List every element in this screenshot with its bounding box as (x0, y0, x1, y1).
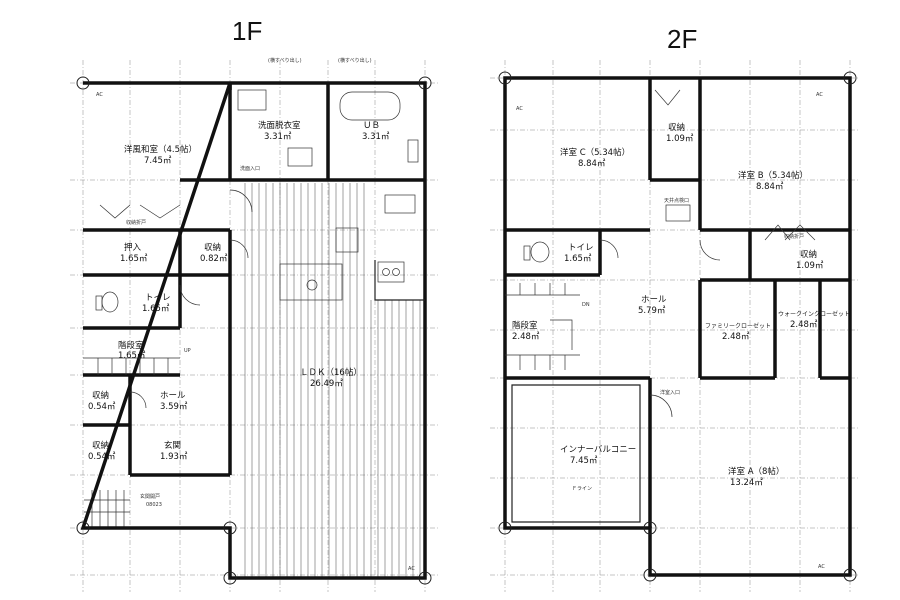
room-name-toilet2: トイレ (568, 243, 594, 253)
room-area-senmen: 3.31㎡ (264, 132, 292, 142)
label-dn: DN (582, 302, 590, 308)
room-area-kaidan1: 1.65㎡ (118, 351, 146, 361)
room-name-hall2: ホール (641, 295, 667, 305)
label-closet-door-2f: 収納折戸 (784, 233, 804, 240)
room-area-hall2: 5.79㎡ (638, 306, 666, 316)
label-f-line: Ｆライン (572, 486, 592, 492)
label-window-b: (横すべり出し) (338, 57, 372, 64)
genkan-tiles (84, 490, 130, 528)
toilet-2f (530, 241, 550, 263)
room-name-senmen: 洗面脱衣室 (258, 120, 301, 131)
room-name-balcony: インナーバルコニー (560, 445, 636, 455)
room-area-shuno-c: 1.09㎡ (666, 134, 694, 144)
room-name-genkan: 玄関 (164, 440, 181, 451)
label-ac3-2f: AC (818, 564, 825, 570)
label-genkan-door: 玄関開戸 (140, 493, 160, 500)
room-labels-1f: 洋風和室（4.5帖） 7.45㎡ 洗面脱衣室 3.31㎡ ＵＢ 3.31㎡ 押入… (88, 120, 390, 462)
label-room-entry-a: 洋室入口 (660, 389, 680, 396)
washbasin (237, 89, 267, 111)
room-area-yoshitsu-c: 8.84㎡ (578, 159, 606, 169)
room-labels-2f: 洋室 C（5.34帖） 8.84㎡ 収納 1.09㎡ 洋室 B（5.34帖） 8… (512, 122, 850, 488)
label-ac2-2f: AC (516, 106, 523, 112)
stairs-1f (83, 357, 180, 375)
room-area-shuno1: 0.82㎡ (200, 254, 228, 264)
floor-plan-2f: 洋室 C（5.34帖） 8.84㎡ 収納 1.09㎡ 洋室 B（5.34帖） 8… (490, 60, 860, 592)
bathtub (339, 91, 401, 121)
room-area-shuno2: 0.54㎡ (88, 402, 116, 412)
room-area-balcony: 7.45㎡ (570, 456, 598, 466)
room-name-toilet1: トイレ (145, 293, 171, 303)
outer-wall-2f (503, 76, 852, 577)
room-area-toilet1: 1.65㎡ (142, 304, 170, 314)
room-name-yoshitsu-c: 洋室 C（5.34帖） (560, 147, 630, 158)
columns-2f (498, 71, 857, 582)
room-name-yoshitsu-b: 洋室 B（5.34帖） (738, 170, 808, 181)
room-name-family-closet: ファミリークローゼット (705, 322, 771, 330)
label-senmen-entry: 洗面入口 (240, 165, 260, 172)
floor-plan-1f: 洋風和室（4.5帖） 7.45㎡ 洗面脱衣室 3.31㎡ ＵＢ 3.31㎡ 押入… (70, 57, 440, 592)
room-name-shuno3: 収納 (92, 440, 109, 451)
room-name-ub: ＵＢ (363, 121, 380, 131)
toilet-1f (101, 291, 119, 313)
room-name-shuno-b: 収納 (800, 249, 817, 260)
room-area-kaidan2: 2.48㎡ (512, 332, 540, 342)
room-area-yoshitsu-a: 13.24㎡ (730, 478, 763, 488)
floor-title-2f: 2F (667, 24, 697, 54)
floor-title-1f: 1F (232, 16, 262, 46)
label-up: UP (184, 348, 191, 354)
label-window-a: (横すべり出し) (268, 57, 302, 64)
room-area-shuno3: 0.54㎡ (88, 452, 116, 462)
label-attic-hatch: 天井点検口 (664, 197, 689, 204)
ldk-floorboards (244, 183, 421, 578)
room-name-yoshitsu-a: 洋室 A（8帖） (728, 466, 784, 477)
room-name-shuno1: 収納 (204, 242, 221, 253)
label-ac2-1f: AC (408, 566, 415, 572)
outer-wall-1f (80, 81, 427, 580)
room-area-yoshitsu-b: 8.84㎡ (756, 182, 784, 192)
annotations-2f: AC AC AC 収納折戸 天井点検口 洋室入口 DN Ｆライン (516, 92, 825, 570)
room-name-kaidan1: 階段室 (118, 340, 144, 351)
room-area-toilet2: 1.65㎡ (564, 254, 592, 264)
kitchen-stove (377, 261, 405, 283)
room-name-shuno-c: 収納 (668, 122, 685, 133)
room-area-hall1: 3.59㎡ (160, 402, 188, 412)
interior-walls-2f (505, 78, 850, 528)
room-area-oshiire: 1.65㎡ (120, 254, 148, 264)
room-area-ldk: 26.49㎡ (310, 379, 343, 389)
stairs-2f (505, 283, 580, 370)
room-area-genkan: 1.93㎡ (160, 452, 188, 462)
room-area-ub: 3.31㎡ (362, 132, 390, 142)
room-name-walkin: ウォークインクローゼット (778, 310, 850, 318)
label-ac-2f: AC (816, 92, 823, 98)
room-name-washitsu: 洋風和室（4.5帖） (124, 144, 197, 155)
room-name-hall1: ホール (160, 391, 186, 401)
room-area-washitsu: 7.45㎡ (144, 156, 172, 166)
room-area-walkin: 2.48㎡ (790, 320, 818, 330)
room-name-oshiire: 押入 (124, 242, 142, 253)
room-area-family-closet: 2.48㎡ (722, 332, 750, 342)
kitchen-island (279, 263, 343, 301)
room-area-shuno-b: 1.09㎡ (796, 261, 824, 271)
room-name-ldk: ＬＤＫ（16帖） (300, 367, 362, 378)
label-closet-door-1f: 収納折戸 (126, 219, 146, 226)
label-ac-1f: AC (96, 92, 103, 98)
columns-1f (76, 76, 432, 585)
fixtures-2f (505, 89, 816, 418)
fixtures-1f (83, 89, 419, 409)
room-name-kaidan2: 階段室 (512, 320, 538, 331)
annotations-1f: AC AC (横すべり出し) (横すべり出し) 洗面入口 収納折戸 UP 玄関開… (96, 57, 415, 572)
room-name-shuno2: 収納 (92, 390, 109, 401)
label-genkan-door-code: 08023 (146, 502, 162, 508)
